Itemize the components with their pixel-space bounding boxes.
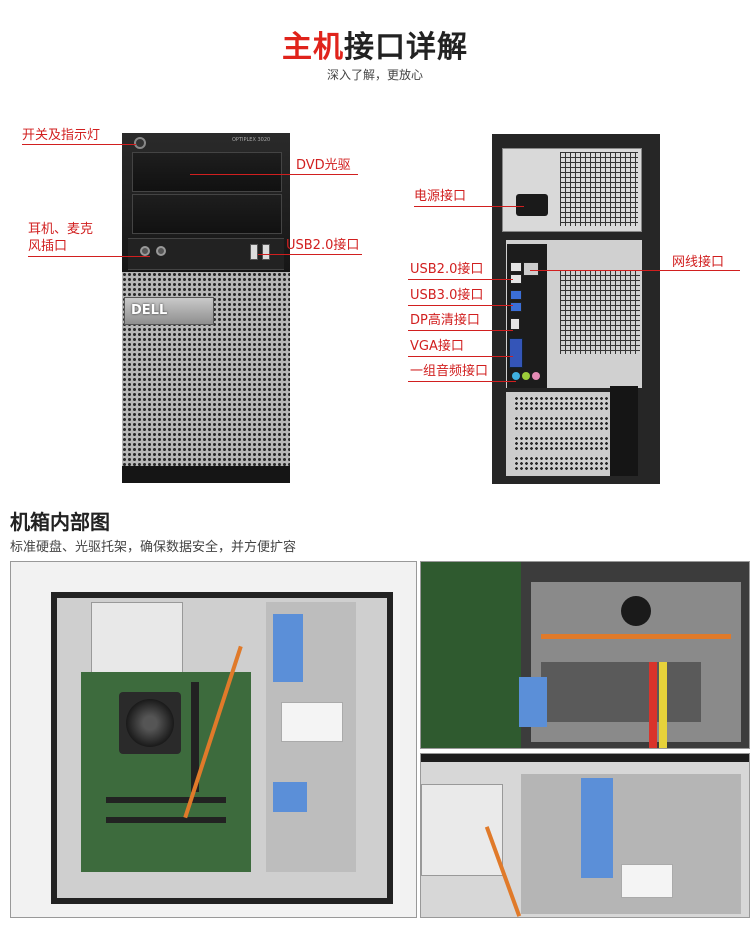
interior-photo-drive-cage [420,753,750,918]
blue-drive-latch [519,677,547,727]
leader-line [530,270,740,271]
usb3-port-icon [510,302,522,312]
pcie-slot [106,797,226,803]
audio-mic-icon [532,372,540,380]
psu-interior [421,784,503,876]
drive-label [281,702,343,742]
expansion-slot-cover [514,456,608,470]
section-subtitle: 标准硬盘、光驱托架，确保数据安全，并方便扩容 [10,540,297,555]
drive-label [621,864,673,898]
dell-logo-text: DELL [131,303,168,318]
chassis-edge [421,754,749,762]
psu-vent-grill [560,152,638,226]
label-usb3-back: USB3.0接口 [410,288,484,303]
optical-drive-bay [132,152,282,192]
page-title-dark: 接口详解 [344,30,468,65]
interior-photo-main [10,561,417,918]
page-title: 主机接口详解 [0,22,750,66]
leader-line [190,174,358,175]
leader-line [408,330,513,331]
audio-line-in-icon [512,372,520,380]
section-title: 机箱内部图 [10,510,110,534]
label-usb2-back: USB2.0接口 [410,262,484,277]
psu-interior [91,602,183,679]
page-title-red: 主机 [282,30,344,65]
leader-line [258,254,362,255]
power-socket-icon [516,194,548,216]
front-usb-port-icon [262,244,270,260]
leader-line [408,305,513,306]
leader-line [408,279,513,280]
expansion-slot-cover [514,436,608,450]
label-usb-front: USB2.0接口 [286,238,360,253]
blue-drive-latch [273,614,303,682]
label-lan: 网线接口 [672,255,725,270]
lan-port-icon [523,262,539,276]
dp-port-icon [510,318,520,330]
interior-photo-cables [420,561,750,749]
label-vga: VGA接口 [410,339,464,354]
power-cable-yellow [659,662,667,748]
audio-line-out-icon [522,372,530,380]
ram-slot [191,682,199,792]
padlock-loop [610,386,638,476]
front-base [122,466,290,483]
model-label: OPTIPLEX 3020 [232,137,271,143]
mic-jack-icon [156,246,166,256]
fan-icon [126,699,174,747]
speaker-icon [621,596,651,626]
motherboard-edge [421,562,521,748]
usb3-port-icon [510,290,522,300]
hard-drive [541,662,701,722]
drive-bay-cover [132,194,282,234]
label-power-switch: 开关及指示灯 [22,128,101,143]
label-power-port: 电源接口 [414,189,467,204]
label-dvd: DVD光驱 [296,158,351,173]
leader-line [408,356,513,357]
page-subtitle: 深入了解，更放心 [326,68,423,82]
label-dp: DP高清接口 [410,313,480,328]
blue-drive-latch [581,778,613,878]
leader-line [408,381,516,382]
leader-line [414,206,524,207]
dell-logo-badge: DELL [124,297,214,325]
power-cable-red [649,662,657,748]
vga-port-icon [509,338,523,368]
leader-line [22,144,136,145]
sata-cable [541,634,731,639]
pcie-slot [106,817,226,823]
label-audio-back: 一组音频接口 [410,364,489,379]
expansion-slot-cover [514,396,608,410]
headphone-jack-icon [140,246,150,256]
front-usb-port-icon [250,244,258,260]
rear-vent-grill [560,270,640,354]
expansion-slot-cover [514,416,608,430]
blue-hdd-latch [273,782,307,812]
label-audio-front: 耳机、麦克 风插口 [28,222,94,254]
power-button-icon [134,137,146,149]
leader-line [28,256,150,257]
usb2-port-icon [510,262,522,272]
